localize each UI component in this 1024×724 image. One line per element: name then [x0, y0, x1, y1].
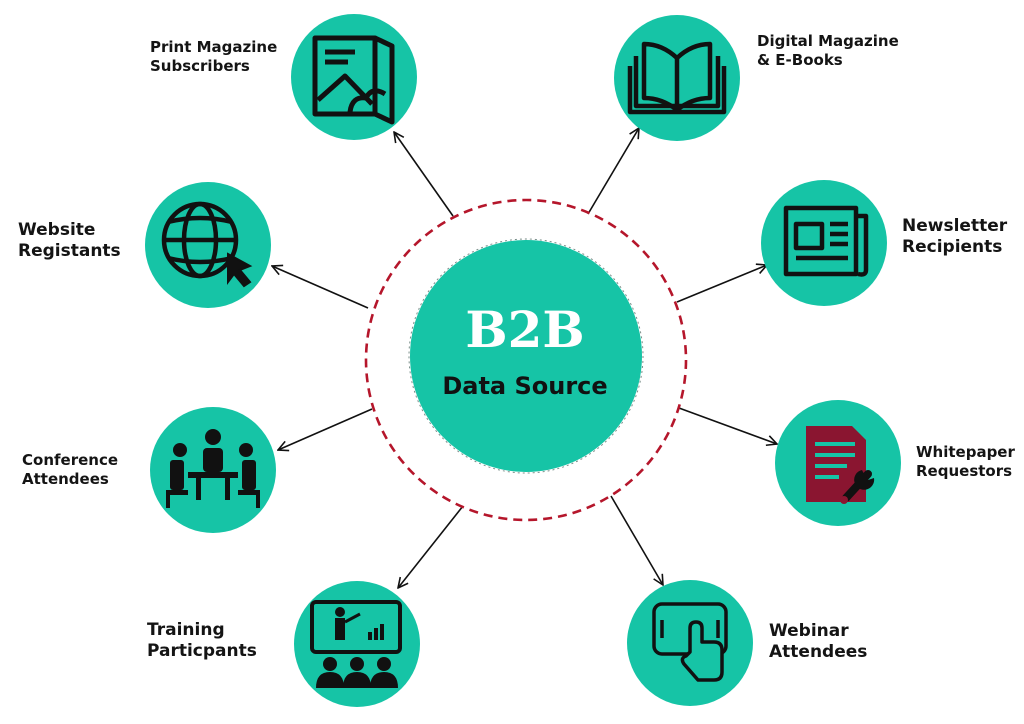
tablet-touch-icon — [652, 602, 728, 682]
node-print — [291, 14, 417, 140]
label-digital-magazine-ebooks: Digital Magazine & E-Books — [757, 32, 899, 69]
label-whitepaper-requestors: Whitepaper Requestors — [916, 443, 1015, 480]
magazine-icon — [312, 35, 395, 125]
label-webinar-attendees: Webinar Attendees — [769, 621, 868, 663]
label-training-participants: Training Particpants — [147, 620, 257, 662]
hub-title: B2B — [465, 300, 585, 359]
arrow-to-whitepaper — [678, 407, 777, 444]
hub-circle — [410, 240, 642, 472]
presentation-audience-icon — [310, 600, 402, 688]
arrow-to-print — [394, 132, 454, 217]
arrow-to-webinar — [610, 495, 663, 585]
document-wrench-icon — [806, 426, 875, 504]
newspaper-icon — [783, 205, 869, 277]
open-book-icon — [627, 41, 727, 115]
arrow-to-digital — [587, 128, 639, 215]
globe-cursor-icon — [161, 201, 253, 288]
arrow-to-training — [398, 505, 464, 588]
arrow-to-newsletter — [676, 265, 767, 303]
hub-subtitle: Data Source — [442, 372, 608, 400]
arrow-to-conference — [278, 408, 373, 450]
hub-dotted-edge — [408, 238, 644, 474]
hub-dashed-ring — [364, 198, 688, 522]
label-website-registants: Website Registants — [18, 220, 121, 262]
meeting-table-icon — [166, 429, 260, 508]
arrow-to-website — [272, 266, 369, 309]
connector-arrows — [272, 128, 777, 588]
label-conference-attendees: Conference Attendees — [22, 451, 119, 488]
label-print-magazine-subscribers: Print Magazine Subscribers — [150, 38, 278, 75]
label-newsletter-recipients: Newsletter Recipients — [902, 216, 1008, 258]
